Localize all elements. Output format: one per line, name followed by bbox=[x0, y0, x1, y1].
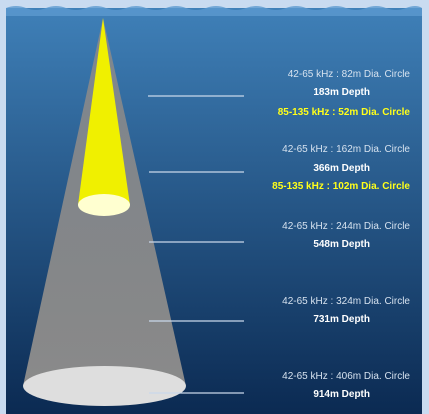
freq-low-label-731m: 42-65 kHz : 324m Dia. Circle bbox=[282, 296, 410, 307]
depth-label-183m: 183m Depth bbox=[313, 87, 370, 98]
depth-label-548m: 548m Depth bbox=[313, 239, 370, 250]
freq-low-label-366m: 42-65 kHz : 162m Dia. Circle bbox=[282, 144, 410, 155]
freq-low-label-914m: 42-65 kHz : 406m Dia. Circle bbox=[282, 371, 410, 382]
freq-low-label-548m: 42-65 kHz : 244m Dia. Circle bbox=[282, 221, 410, 232]
narrow-beam-cone bbox=[78, 18, 130, 205]
wide-beam-footprint bbox=[23, 366, 186, 406]
freq-low-label-183m: 42-65 kHz : 82m Dia. Circle bbox=[288, 69, 411, 80]
depth-annotations: 42-65 kHz : 82m Dia. Circle 183m Depth 8… bbox=[148, 69, 410, 400]
sonar-beam-diagram: 42-65 kHz : 82m Dia. Circle 183m Depth 8… bbox=[6, 6, 422, 414]
depth-label-914m: 914m Depth bbox=[313, 389, 370, 400]
depth-label-731m: 731m Depth bbox=[313, 314, 370, 325]
freq-high-label-366m: 85-135 kHz : 102m Dia. Circle bbox=[272, 181, 410, 192]
depth-label-366m: 366m Depth bbox=[313, 163, 370, 174]
narrow-beam-footprint bbox=[78, 194, 130, 216]
water-surface bbox=[6, 6, 422, 16]
freq-high-label-183m: 85-135 kHz : 52m Dia. Circle bbox=[278, 107, 411, 118]
